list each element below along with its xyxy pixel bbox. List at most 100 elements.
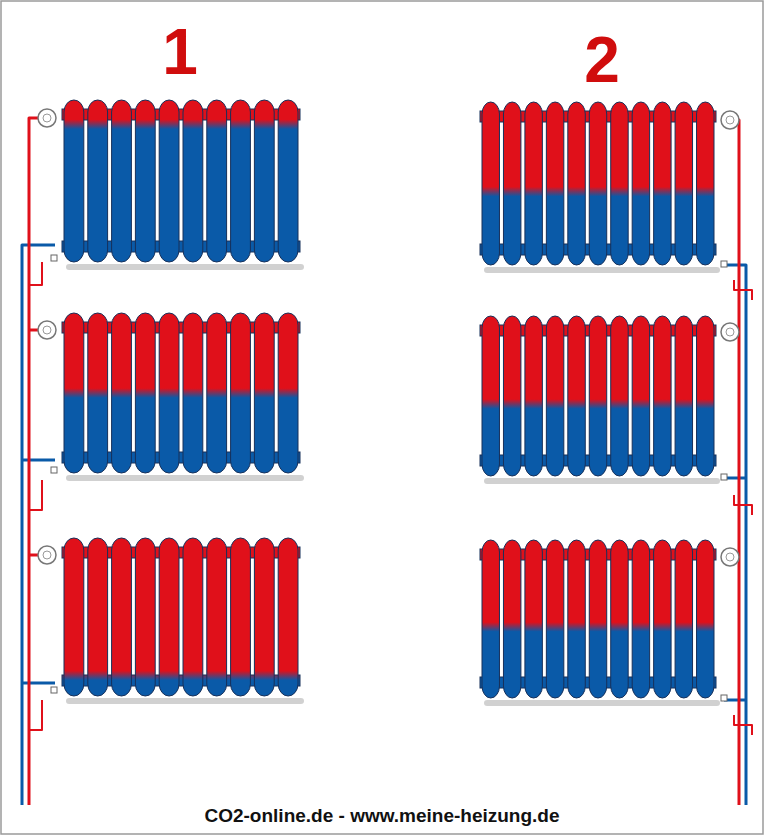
radiator-section (135, 100, 155, 262)
radiator-section (207, 100, 227, 262)
radiator-shadow (484, 700, 720, 706)
radiator (480, 102, 720, 273)
radiator-section (546, 540, 563, 698)
thermostat-valve (721, 548, 739, 566)
radiator-section (135, 313, 155, 473)
radiator-shadow (66, 264, 304, 270)
radiator-section (568, 540, 585, 698)
lockshield (721, 261, 727, 267)
thermostat-valve (43, 114, 51, 122)
pipe (29, 480, 42, 510)
column-number: 1 (162, 20, 198, 84)
radiator-section (697, 540, 714, 698)
thermostat-valve (38, 109, 56, 127)
radiator-section (231, 313, 251, 473)
radiator (62, 313, 304, 481)
radiator-section (525, 102, 542, 265)
radiator-section (207, 538, 227, 696)
radiator-section (611, 540, 628, 698)
radiator-section (482, 102, 499, 265)
pipe (29, 262, 42, 285)
radiator (62, 100, 304, 270)
radiator-section (654, 102, 671, 265)
pipe (29, 700, 42, 730)
radiator-section (231, 100, 251, 262)
radiator-section (675, 102, 692, 265)
radiator-section (697, 316, 714, 476)
thermostat-valve (726, 553, 734, 561)
radiator-section (568, 102, 585, 265)
radiator-section (675, 316, 692, 476)
radiator-section (589, 316, 606, 476)
radiator-section (183, 538, 203, 696)
radiator-shadow (484, 267, 720, 273)
radiator-section (611, 316, 628, 476)
radiator-section (254, 100, 274, 262)
radiator-section (112, 100, 132, 262)
radiator (62, 538, 304, 704)
radiator-shadow (66, 475, 304, 481)
radiator-section (278, 538, 298, 696)
radiator-section (278, 100, 298, 262)
radiator-section (654, 316, 671, 476)
radiator-section (546, 316, 563, 476)
radiator-section (632, 102, 649, 265)
radiator-section (697, 102, 714, 265)
thermostat-valve (721, 323, 739, 341)
radiator-section (64, 100, 84, 262)
lockshield (51, 467, 57, 473)
radiator-section (207, 313, 227, 473)
radiator-shadow (484, 478, 720, 484)
radiator-section (568, 316, 585, 476)
pipe (22, 245, 55, 805)
radiator-shadow (66, 698, 304, 704)
radiator-section (64, 538, 84, 696)
thermostat-valve (43, 551, 51, 559)
watermark: CO2-online.de - www.meine-heizung.de (204, 806, 559, 825)
radiator-section (525, 540, 542, 698)
lockshield (51, 255, 57, 261)
lockshield (721, 695, 727, 701)
radiator-section (88, 100, 108, 262)
thermostat-valve (38, 546, 56, 564)
radiator-section (503, 540, 520, 698)
radiator-section (254, 313, 274, 473)
radiator-section (231, 538, 251, 696)
radiator-section (135, 538, 155, 696)
radiator-section (88, 538, 108, 696)
radiator-section (632, 316, 649, 476)
radiator-section (159, 100, 179, 262)
thermostat-valve (38, 321, 56, 339)
radiator-section (525, 316, 542, 476)
radiator-section (278, 313, 298, 473)
radiator-section (88, 313, 108, 473)
lockshield (51, 687, 57, 693)
radiator-section (159, 313, 179, 473)
thermostat-valve (726, 328, 734, 336)
pipe (22, 459, 55, 462)
radiator-section (482, 316, 499, 476)
radiator-section (112, 538, 132, 696)
lockshield (721, 474, 727, 480)
pipe (22, 682, 55, 685)
pipe (734, 495, 752, 515)
radiator-section (112, 313, 132, 473)
pipe (734, 715, 752, 735)
radiator (480, 316, 720, 484)
radiator-section (546, 102, 563, 265)
pipe (738, 120, 739, 805)
radiator-section (654, 540, 671, 698)
radiator-section (64, 313, 84, 473)
thermostat-valve (726, 116, 734, 124)
pipe (29, 118, 40, 805)
radiator-section (503, 102, 520, 265)
radiator-section (589, 102, 606, 265)
radiator-section (675, 540, 692, 698)
column-number: 2 (584, 28, 620, 92)
radiator-section (632, 540, 649, 698)
radiator-section (254, 538, 274, 696)
radiator (480, 540, 720, 706)
